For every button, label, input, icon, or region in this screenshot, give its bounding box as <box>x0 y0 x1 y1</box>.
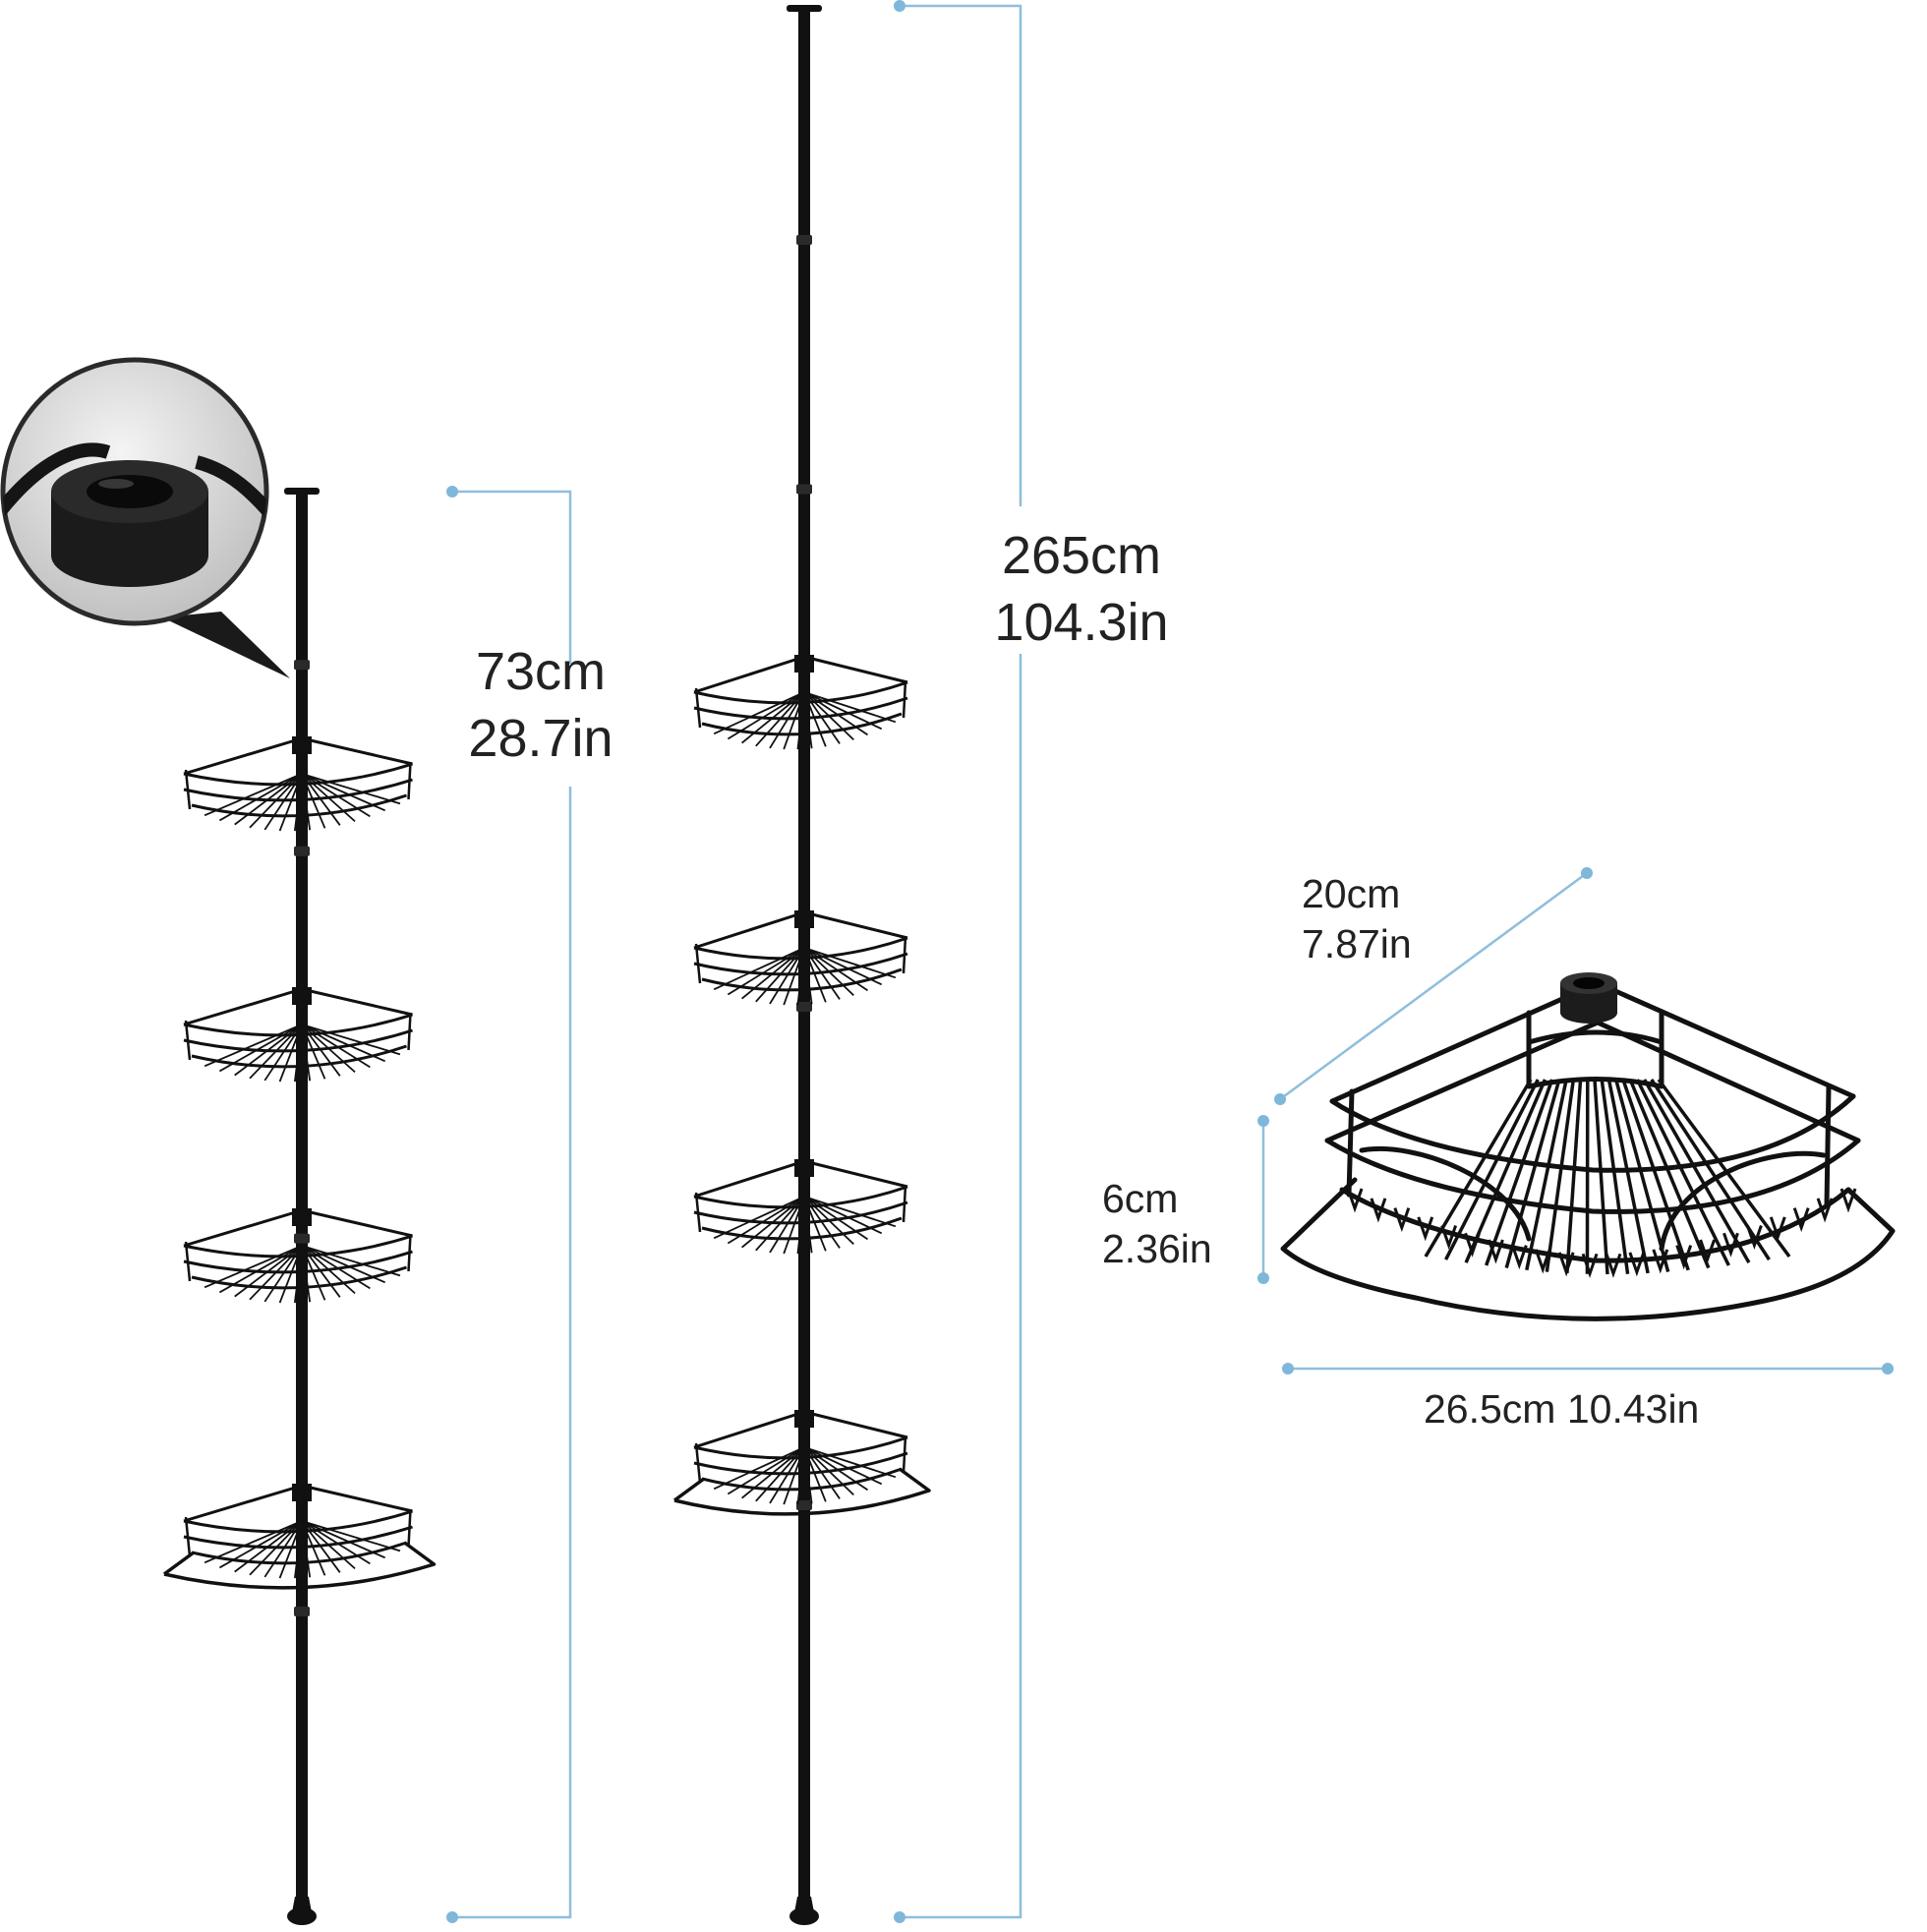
basket-collar <box>794 1410 814 1428</box>
basket-spoke <box>1487 1080 1552 1265</box>
corner-shower-caddy-pole-extended-icon <box>674 5 929 1925</box>
basket-spokes <box>1348 1080 1855 1274</box>
basket-collar <box>292 736 312 754</box>
pole-joint <box>294 1607 310 1616</box>
pole-joint <box>796 235 812 245</box>
basket-depth-label: 20cm 7.87in <box>1302 869 1412 970</box>
tall-height-cm: 265cm <box>978 523 1185 590</box>
pole-foot <box>287 1907 317 1925</box>
tall-height-label: 265cm 104.3in <box>978 523 1185 656</box>
pole-top-cap <box>787 5 822 12</box>
basket-collar <box>292 987 312 1005</box>
dimension-dots <box>446 0 1894 1923</box>
short-height-in: 28.7in <box>447 706 634 773</box>
basket-collar <box>292 1484 312 1501</box>
dimension-lines <box>452 6 1888 1917</box>
pole-joint <box>796 485 812 495</box>
basket-depth-cm: 20cm <box>1302 869 1412 919</box>
pole-shaft <box>296 503 308 1899</box>
rubber-end-cap-closeup-icon <box>0 360 290 678</box>
short-height-cm: 73cm <box>447 639 634 706</box>
basket-collar <box>794 1159 814 1177</box>
basket-depth-in: 7.87in <box>1302 919 1412 969</box>
tall-height-dimension-line <box>900 6 1021 506</box>
basket-collar <box>794 910 814 928</box>
pole-foot <box>789 1907 819 1925</box>
pole-top-cap <box>284 488 320 495</box>
pole-joint <box>294 1234 310 1244</box>
basket-collar <box>794 655 814 673</box>
basket-spoke <box>1426 1080 1531 1257</box>
basket-height-label: 6cm 2.36in <box>1102 1174 1212 1275</box>
tall-height-in: 104.3in <box>978 590 1185 657</box>
pole-joint <box>294 847 310 856</box>
basket-height-cm: 6cm <box>1102 1174 1212 1224</box>
short-height-label: 73cm 28.7in <box>447 639 634 772</box>
pole-joint <box>294 660 310 670</box>
basket-height-in: 2.36in <box>1102 1224 1212 1274</box>
basket-collar <box>292 1208 312 1226</box>
corner-shower-caddy-pole-retracted-icon <box>164 488 435 1925</box>
short-height-dimension-line <box>452 492 570 664</box>
basket-spoke <box>1637 1080 1728 1265</box>
basket-collar-icon <box>1560 972 1617 1024</box>
basket-width-label: 26.5cm 10.43in <box>1424 1384 1699 1434</box>
